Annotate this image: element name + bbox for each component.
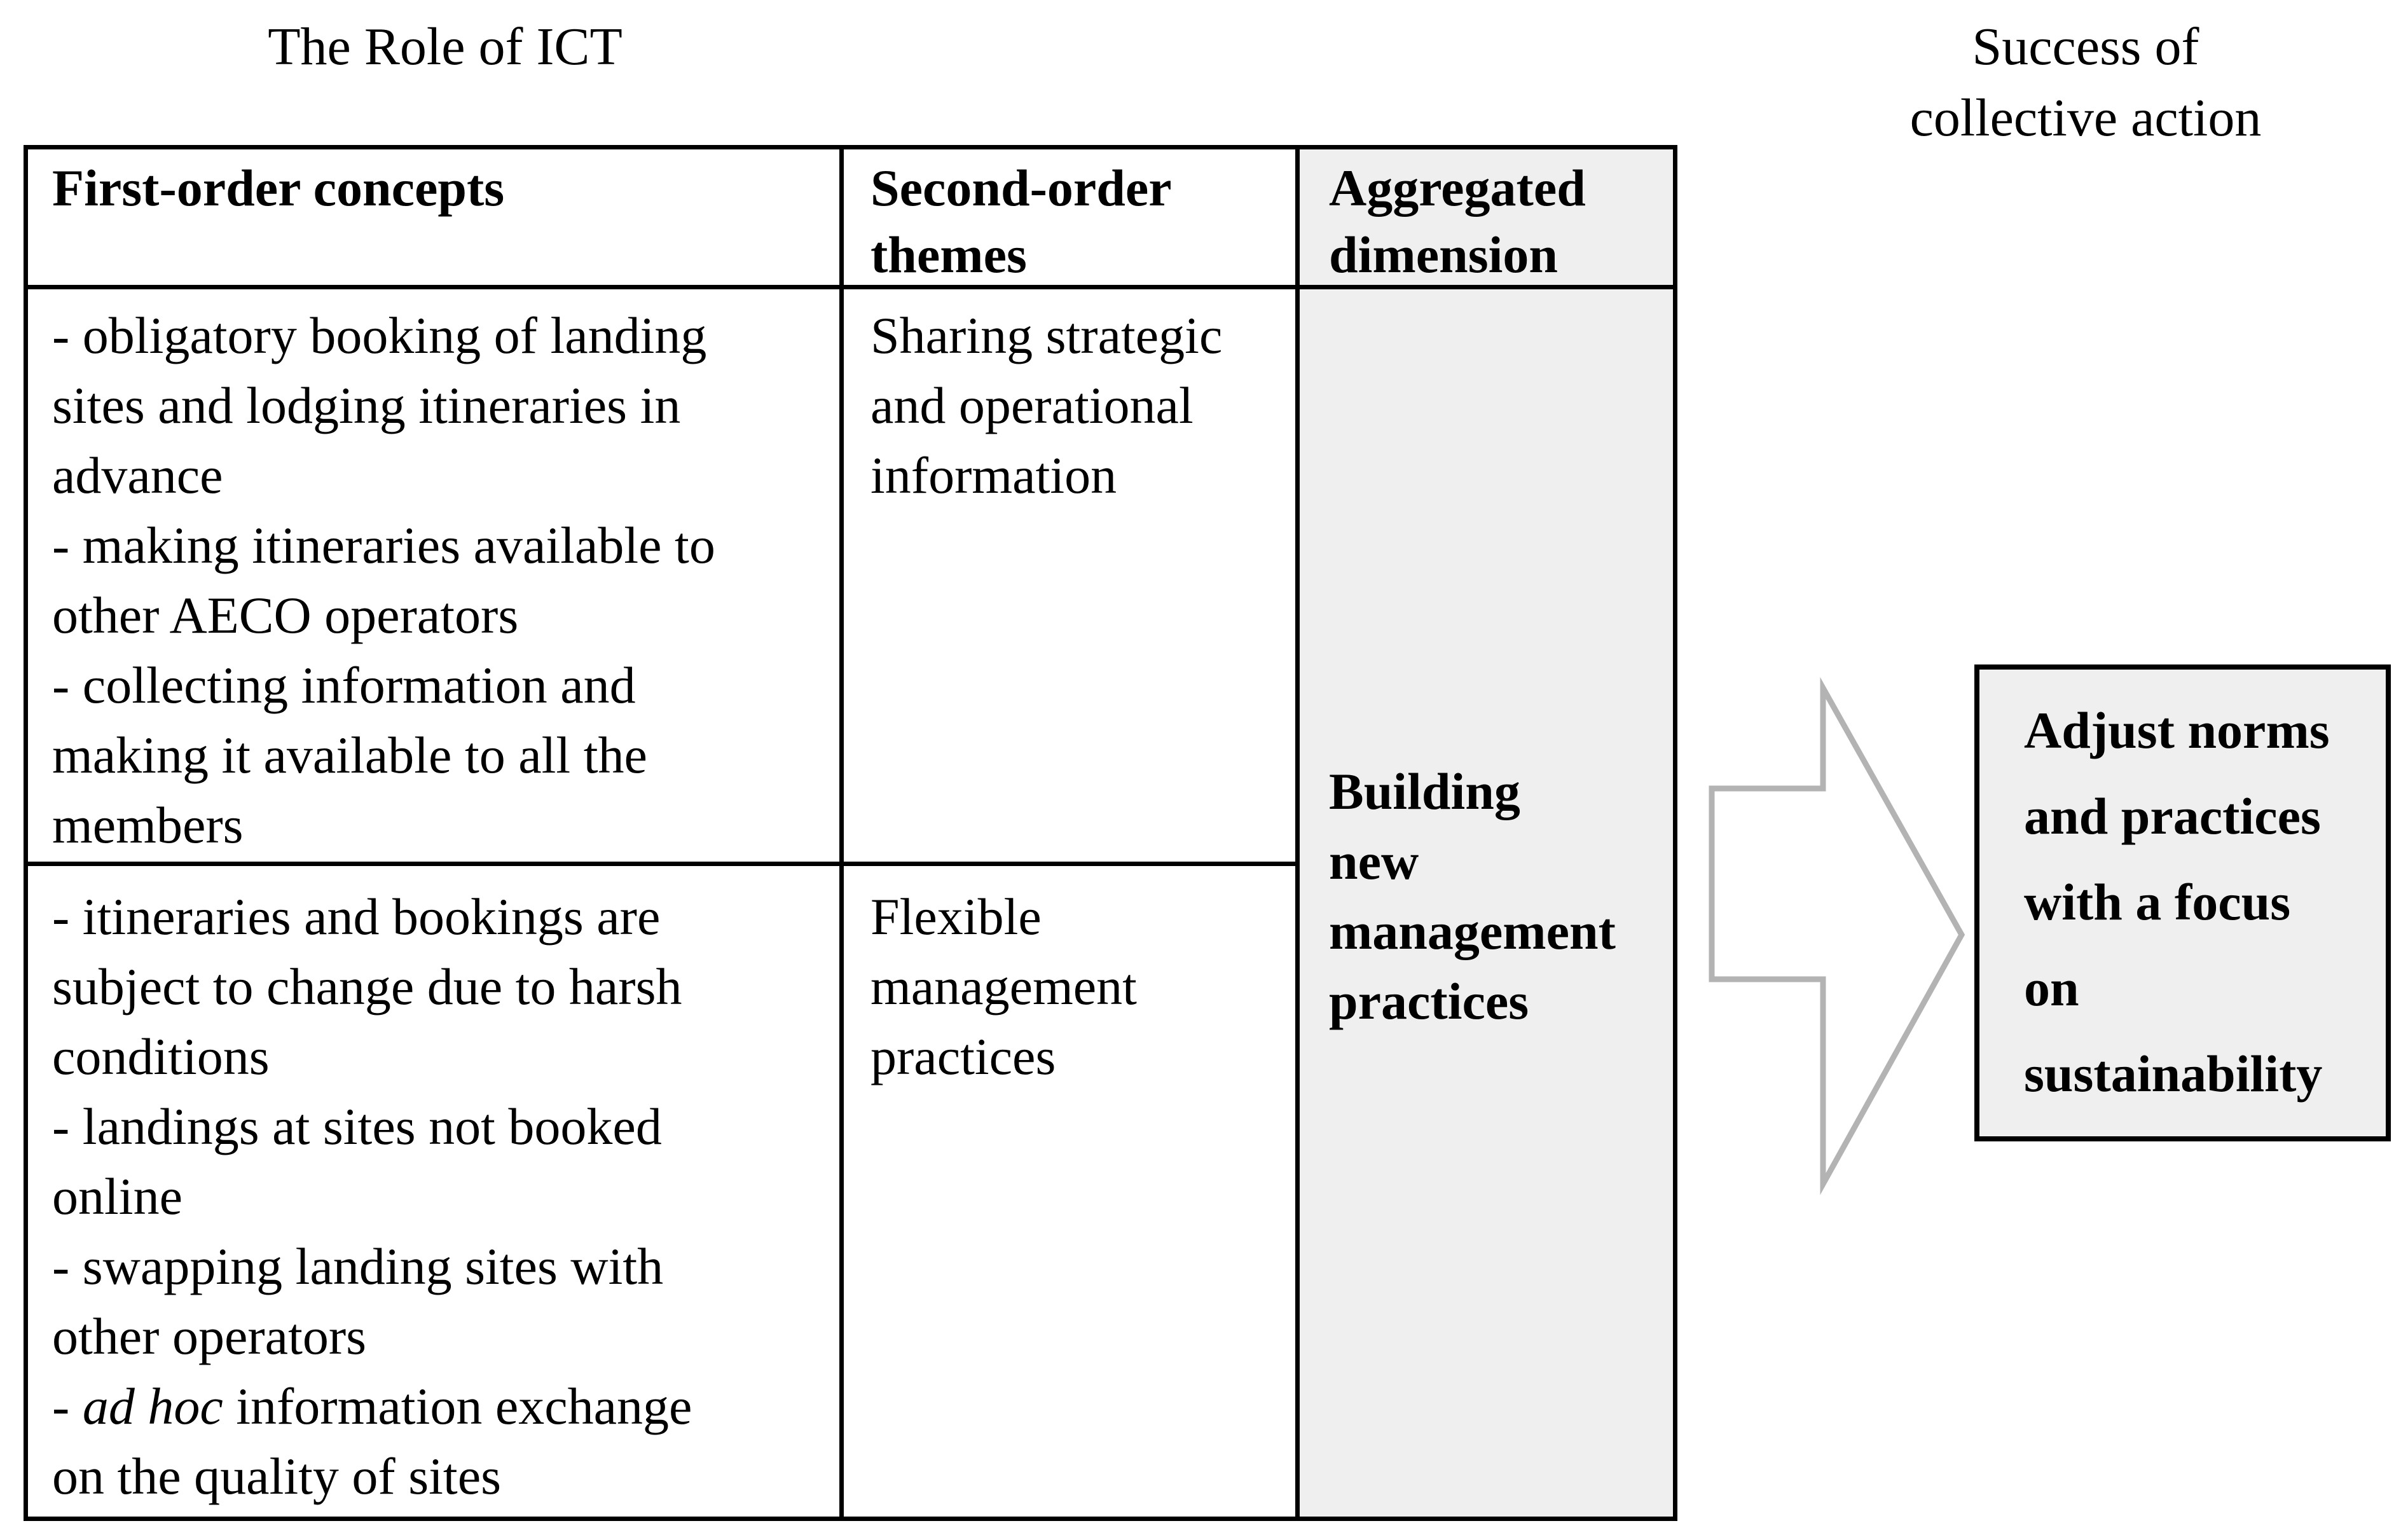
outcome-box: Adjust norms and practices with a focus on s… [1974, 664, 2391, 1141]
text-line: Second-order [870, 159, 1172, 217]
text-line: making it available to all the [52, 726, 647, 784]
text-line: - ad hoc information exchange [52, 1377, 692, 1435]
column-divider-1 [839, 149, 844, 1517]
right-column-heading: Success of collective action [1844, 11, 2327, 154]
text-line: Flexible [870, 888, 1042, 946]
text-line: sites and lodging itineraries in [52, 376, 681, 434]
text-line: information [870, 446, 1117, 504]
text-line: - making itineraries available to [52, 516, 715, 574]
text-line: online [52, 1167, 182, 1225]
header-aggregated-dimension: Aggregated dimension [1300, 149, 1673, 288]
right-block-arrow-shape [1709, 677, 1965, 1195]
text-line: new [1329, 832, 1419, 890]
text-line: Success of [1972, 17, 2199, 76]
text-line: subject to change due to harsh [52, 958, 682, 1015]
aggregated-dimension-label: Building new management practices [1300, 757, 1673, 1036]
column-divider-2 [1295, 149, 1300, 1517]
text-line: - landings at sites not booked [52, 1098, 662, 1155]
row2-first-order-concepts: - itineraries and bookings are subject to… [28, 871, 839, 1511]
text-line: on [2024, 959, 2079, 1017]
text-line: sustainability [2024, 1045, 2323, 1103]
text-line: and operational [870, 376, 1194, 434]
header-first-order-concepts: First-order concepts [52, 159, 505, 217]
aggregated-dimension-column-background [1300, 149, 1673, 1517]
right-block-arrow-icon [1709, 677, 1965, 1195]
text-line: - swapping landing sites with [52, 1237, 664, 1295]
text-line: members [52, 796, 244, 854]
row1-first-order-concepts: - obligatory booking of landing sites and… [28, 289, 839, 860]
header-second-order-themes: Second-order themes [844, 149, 1295, 288]
text-line: dimension [1329, 226, 1558, 284]
row-divider [28, 862, 1300, 866]
text-line: Sharing strategic [870, 306, 1223, 364]
text-line: themes [870, 226, 1027, 284]
text-line: practices [1329, 972, 1529, 1030]
row1-second-order-theme: Sharing strategic and operational informat… [844, 289, 1295, 511]
text-line: and practices [2024, 787, 2321, 845]
row2-second-order-theme: Flexible management practices [844, 871, 1295, 1092]
text-line: with a focus [2024, 873, 2291, 931]
text-line: Building [1329, 762, 1520, 820]
text-line: Aggregated [1329, 159, 1586, 217]
text-line: management [1329, 902, 1616, 960]
text-line: - itineraries and bookings are [52, 888, 661, 946]
text-line: - obligatory booking of landing [52, 306, 707, 364]
text-line: management [870, 958, 1137, 1015]
text-line: practices [870, 1028, 1056, 1085]
left-column-heading: The Role of ICT [268, 17, 623, 76]
text-line: other AECO operators [52, 586, 519, 644]
text-line: Adjust norms [2024, 701, 2330, 759]
text-line: advance [52, 446, 223, 504]
text-line: conditions [52, 1028, 270, 1085]
text-line: collective action [1909, 88, 2262, 148]
text-line: on the quality of sites [52, 1447, 502, 1505]
header-row-divider [28, 285, 1673, 289]
text-line: - collecting information and [52, 656, 636, 714]
text-line: other operators [52, 1307, 367, 1365]
